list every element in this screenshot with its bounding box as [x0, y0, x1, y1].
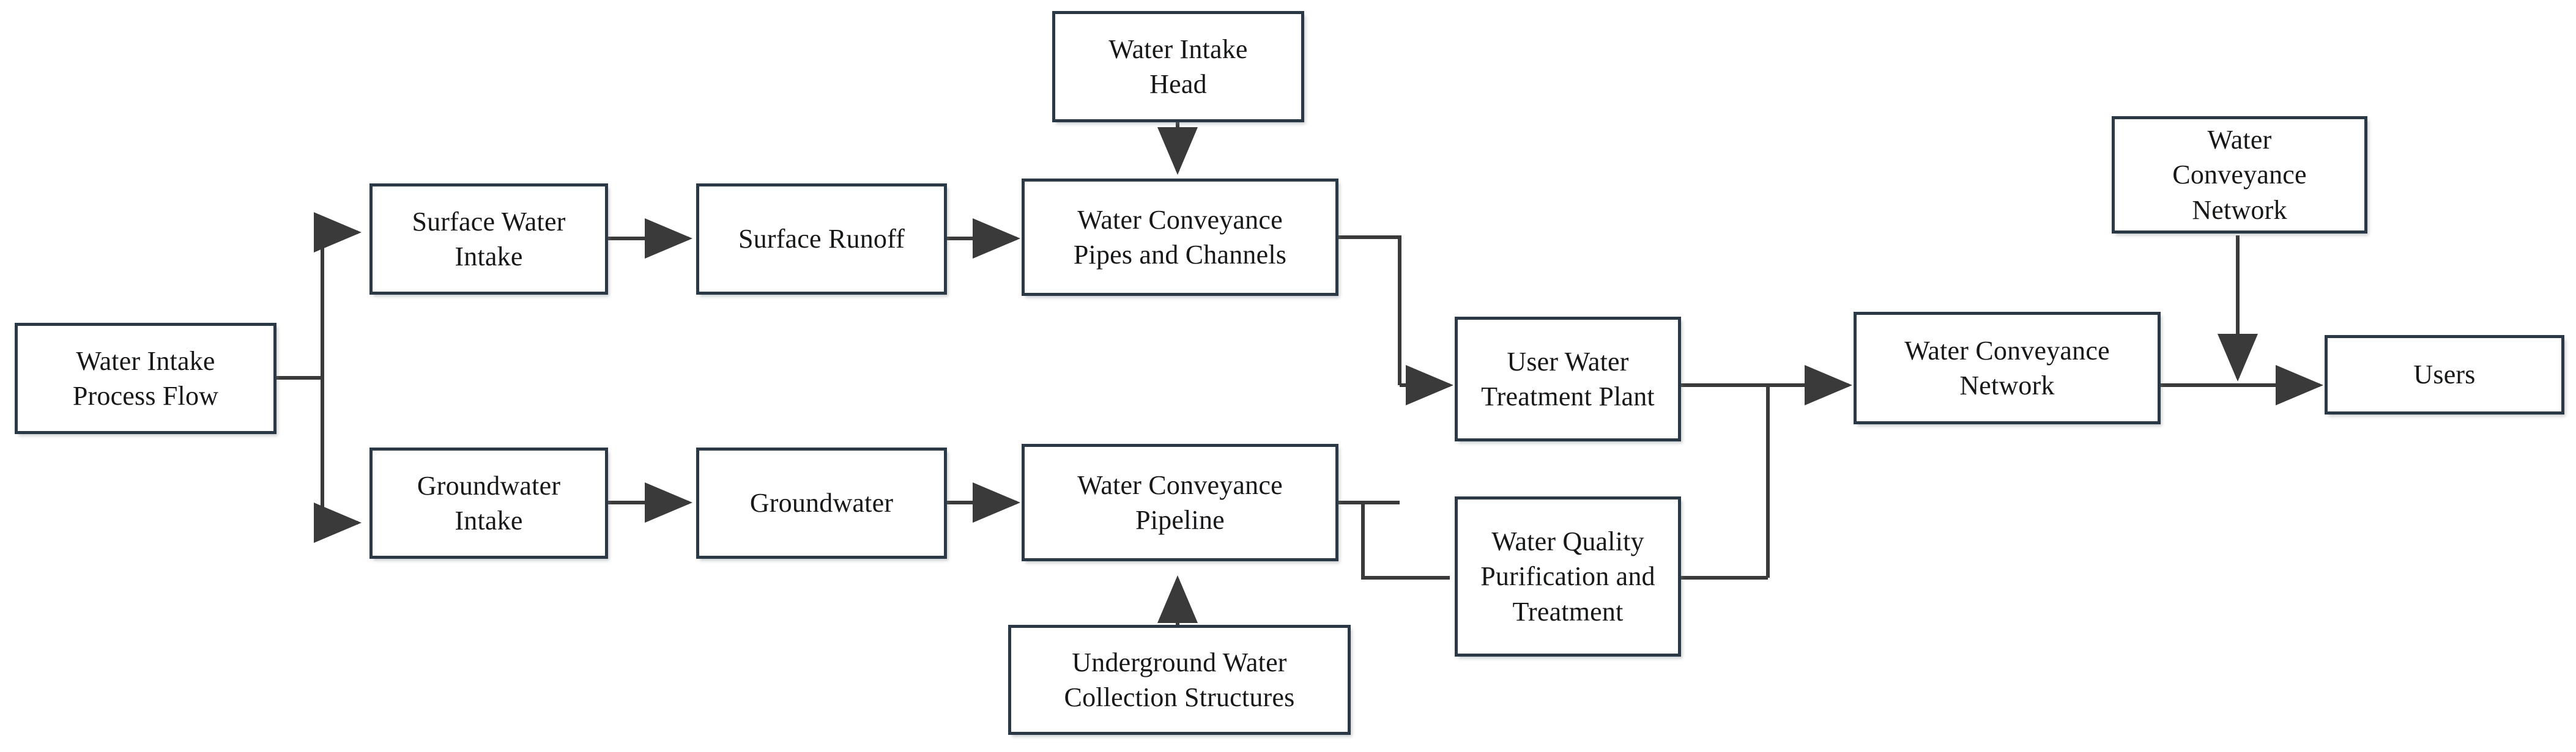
node-water-conveyance-pipes-and-channels[interactable]: Water Conveyance Pipes and Channels: [1022, 179, 1338, 296]
node-groundwater-intake[interactable]: Groundwater Intake: [369, 448, 608, 559]
edge-pipeschannels-mergebus: [1338, 235, 1401, 385]
node-groundwater[interactable]: Groundwater: [696, 448, 947, 559]
node-label: Users: [2413, 359, 2476, 390]
node-label: Surface Runoff: [738, 224, 905, 254]
node-underground-water-collection-structures[interactable]: Underground Water Collection Structures: [1008, 625, 1351, 735]
node-surface-runoff[interactable]: Surface Runoff: [696, 183, 947, 295]
node-label: Water Intake Process Flow: [72, 345, 219, 411]
node-label: Water Conveyance Pipes and Channels: [1073, 204, 1287, 270]
node-water-conveyance-pipeline[interactable]: Water Conveyance Pipeline: [1022, 444, 1338, 561]
edge-conveyancepipeline-qualitytreatment: [1361, 503, 1450, 580]
node-water-conveyance-network-top[interactable]: Water Conveyance Network: [2112, 116, 2367, 234]
node-water-quality-purification-and-treatment[interactable]: Water Quality Purification and Treatment: [1455, 496, 1681, 657]
node-water-intake-process-flow[interactable]: Water Intake Process Flow: [15, 323, 277, 434]
node-label: Water Conveyance Network: [2172, 125, 2307, 225]
node-water-intake-head[interactable]: Water Intake Head: [1052, 11, 1304, 122]
node-label: Groundwater: [749, 488, 894, 518]
node-label: Water Quality Purification and Treatment: [1480, 526, 1655, 627]
node-label: Water Conveyance Network: [1904, 335, 2110, 400]
node-label: User Water Treatment Plant: [1481, 346, 1655, 411]
node-users[interactable]: Users: [2325, 335, 2564, 415]
node-user-water-treatment-plant[interactable]: User Water Treatment Plant: [1455, 317, 1681, 441]
node-label: Underground Water Collection Structures: [1064, 647, 1295, 712]
node-label: Groundwater Intake: [417, 470, 561, 536]
node-surface-water-intake[interactable]: Surface Water Intake: [369, 183, 608, 295]
node-label: Water Intake Head: [1108, 34, 1248, 99]
node-label: Water Conveyance Pipeline: [1077, 470, 1283, 535]
node-label: Surface Water Intake: [412, 206, 566, 271]
node-water-conveyance-network[interactable]: Water Conveyance Network: [1854, 312, 2161, 424]
